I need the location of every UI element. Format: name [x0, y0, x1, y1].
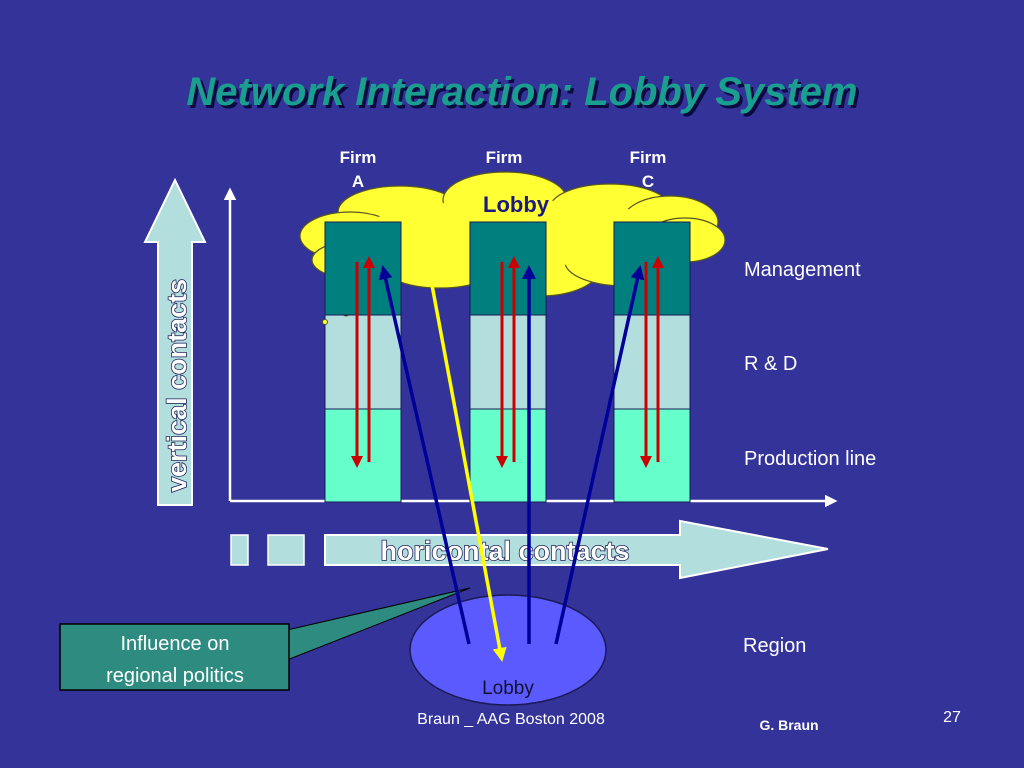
slide-title-shadow: Network Interaction: Lobby System — [189, 73, 860, 117]
region-lobby-label: Lobby — [482, 678, 534, 699]
firm-a-label-line2: A — [352, 172, 364, 191]
firm-c-label-line1: Firm — [630, 148, 667, 167]
horizontal-dash-1 — [230, 534, 249, 566]
cloud-bubble-small — [322, 319, 328, 325]
footer-author: G. Braun — [759, 717, 818, 733]
firm-a-label-line1: Firm — [340, 148, 377, 167]
firm-b-label-line1: Firm — [486, 148, 523, 167]
production-line-label: Production line — [744, 448, 876, 470]
horizontal-contacts-label: horicontal contacts — [380, 536, 629, 566]
region-lobby-ellipse — [409, 594, 607, 706]
firm-c-production — [613, 408, 691, 503]
region-label: Region — [743, 635, 806, 657]
firm-a-production — [324, 408, 402, 503]
influence-line2: regional politics — [106, 665, 244, 687]
management-label: Management — [744, 259, 861, 281]
rnd-label: R & D — [744, 353, 797, 375]
lobby-connection-arrows — [378, 265, 645, 662]
firm-a-rnd — [324, 314, 402, 410]
red-internal-arrows — [351, 256, 664, 468]
influence-line1: Influence on — [121, 633, 230, 655]
blue-arrow-to-firm-c — [554, 265, 645, 645]
footer-center: Braun _ AAG Boston 2008 — [417, 711, 605, 728]
vertical-contacts-arrow: vertical contacts — [143, 177, 207, 506]
firm-c-label-line2: C — [642, 172, 654, 191]
influence-callout: Influence on regional politics — [59, 587, 471, 691]
yellow-arrow-lobby-to-region — [430, 284, 507, 662]
lobby-cloud-label: Lobby — [483, 192, 550, 217]
firm-columns-top — [324, 221, 691, 316]
horizontal-dash-2 — [267, 534, 305, 566]
firm-b-production — [469, 408, 547, 503]
page-number: 27 — [943, 709, 961, 726]
influence-box — [59, 623, 290, 691]
vertical-contacts-label: vertical contacts — [162, 279, 192, 492]
firm-b-rnd — [469, 314, 547, 410]
slide-title: Network Interaction: Lobby System — [186, 70, 857, 114]
blue-arrow-to-firm-a — [378, 265, 471, 645]
